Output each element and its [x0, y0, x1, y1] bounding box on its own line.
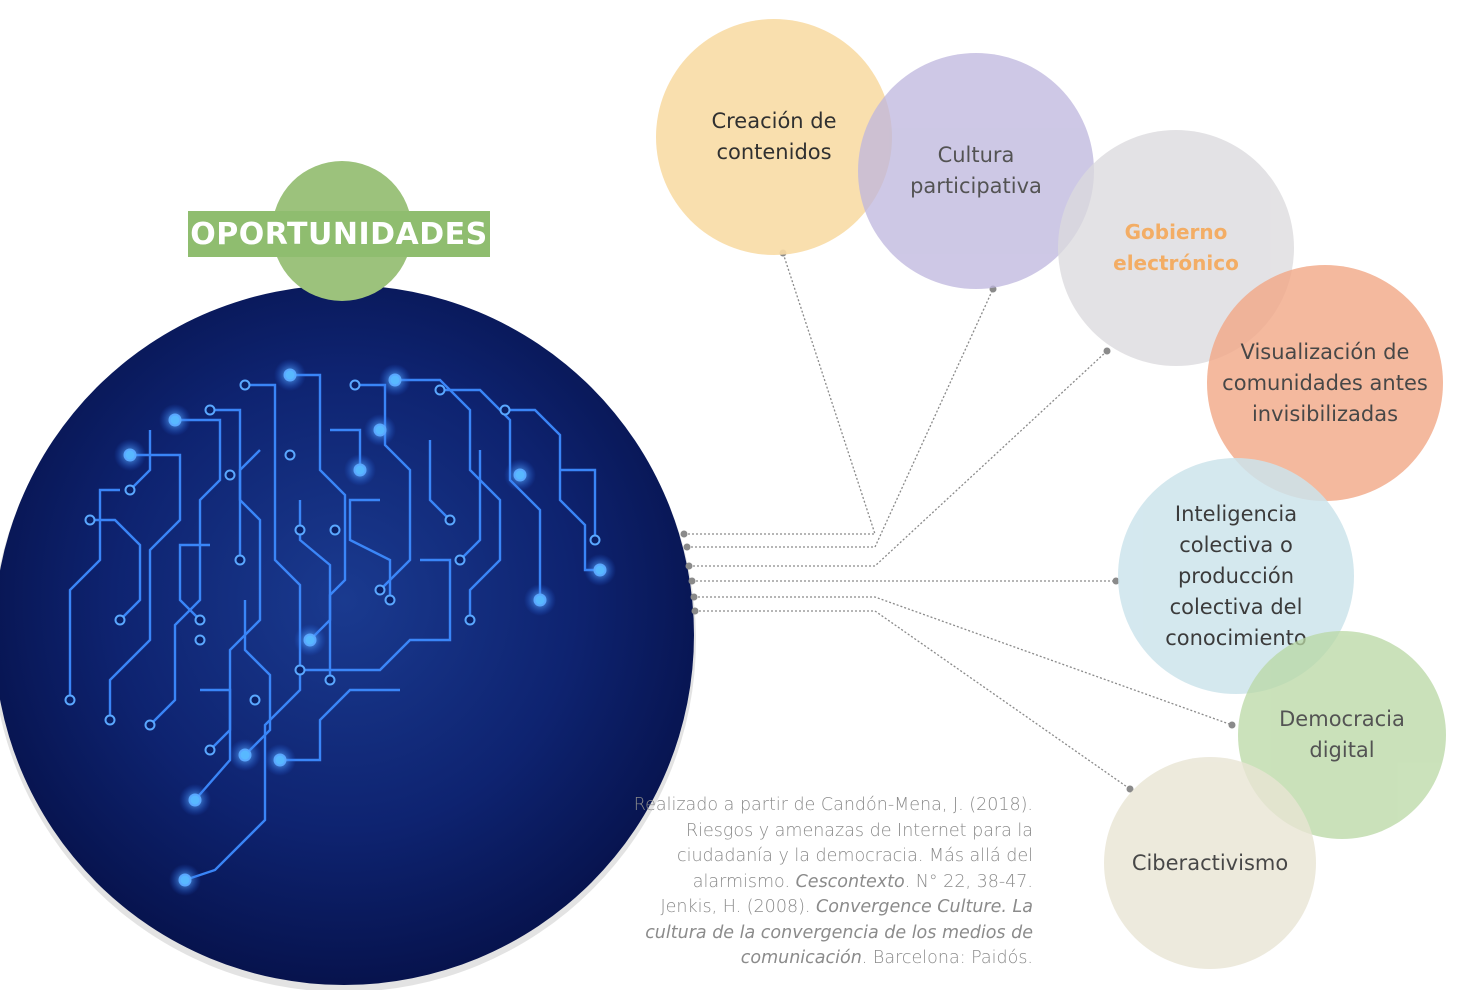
circuit-trace-3	[184, 383, 302, 882]
circuit-trace-15	[200, 688, 232, 751]
node-inteligencia: Inteligencia colectiva o producción cole…	[1118, 458, 1354, 694]
circuit-node-41	[329, 524, 341, 536]
circuit-node-17	[593, 563, 607, 577]
circuit-node-35	[284, 449, 296, 461]
circuit-nodes	[64, 359, 616, 896]
reference-journal: Cescontexto	[795, 871, 905, 892]
node-cultura: Cultura participativa	[858, 53, 1094, 289]
circuit-node-37	[224, 469, 236, 481]
circuit-trace-12	[348, 498, 392, 600]
node-inteligencia-label: Inteligencia colectiva o producción cole…	[1165, 501, 1307, 650]
circuit-node-9	[324, 674, 336, 686]
circuit-node-5	[188, 793, 202, 807]
node-ciberactivismo: Ciberactivismo	[1104, 757, 1316, 969]
circuit-node-11	[374, 584, 386, 596]
circuit-node-14	[434, 384, 446, 396]
circuit-node-10	[349, 379, 361, 391]
circuit-node-3	[144, 719, 156, 731]
circuit-node-33	[234, 554, 246, 566]
circuit-node-25	[204, 744, 216, 756]
circuit-trace-7	[440, 388, 542, 600]
reference-line-1: Realizado a partir de Candón-Mena, J. (2…	[633, 795, 1033, 892]
circuit-node-38	[513, 468, 527, 482]
circuit-trace-1	[149, 418, 222, 726]
circuit-trace-0	[108, 453, 182, 720]
circuit-trace-16	[280, 688, 400, 762]
circuit-trace-9	[68, 488, 120, 700]
reference-book: Convergence Culture. La cultura de la co…	[645, 897, 1033, 968]
node-democracia-label: Democracia digital	[1279, 707, 1405, 762]
node-cultura-label: Cultura participativa	[910, 143, 1042, 198]
circuit-node-24	[238, 748, 252, 762]
circuit-node-1	[104, 714, 116, 726]
circuit-node-20	[114, 614, 126, 626]
circuit-node-12	[388, 373, 402, 387]
circuit-node-28	[589, 534, 601, 546]
circuit-node-23	[294, 664, 306, 676]
circuit-traces	[68, 373, 600, 882]
circuit-trace-21	[428, 440, 451, 521]
circuit-trace-13	[300, 558, 452, 672]
circuit-node-39	[249, 694, 261, 706]
reference-note: Realizado a partir de Candón-Mena, J. (2…	[633, 793, 1033, 972]
reference-line-3: . Barcelona: Paidós.	[861, 948, 1033, 968]
circuit-node-2	[168, 413, 182, 427]
node-creacion-label: Creación de contenidos	[711, 109, 837, 164]
circuit-node-36	[294, 524, 306, 536]
circuit-trace-22	[178, 543, 210, 621]
node-creacion: Creación de contenidos	[656, 19, 892, 255]
circuit-trace-10	[90, 518, 142, 621]
circuit-node-18	[64, 694, 76, 706]
node-visualizacion: Visualización de comunidades antes invis…	[1207, 265, 1443, 501]
circuit-node-7	[178, 873, 192, 887]
circuit-trace-14	[243, 600, 272, 756]
circuit-node-34	[373, 423, 387, 437]
circuit-node-40	[194, 634, 206, 646]
circuit-node-13	[464, 614, 476, 626]
circuit-trace-2	[194, 408, 262, 801]
circuit-node-4	[204, 404, 216, 416]
circuit-node-21	[303, 633, 317, 647]
circuit-node-31	[444, 514, 456, 526]
circuit-node-32	[194, 614, 206, 626]
circuit-trace-19	[129, 430, 152, 491]
circuit-node-8	[283, 368, 297, 382]
circuit-node-26	[273, 753, 287, 767]
node-visualizacion-label: Visualización de comunidades antes invis…	[1222, 339, 1428, 426]
circuit-node-29	[124, 484, 136, 496]
brain-sphere	[0, 285, 694, 985]
circuit-node-22	[384, 594, 396, 606]
node-ciberactivismo-label: Ciberactivismo	[1131, 850, 1289, 875]
circuit-node-19	[84, 514, 96, 526]
circuit-node-0	[123, 448, 137, 462]
diagram-title: OPORTUNIDADES	[188, 211, 490, 257]
circuit-trace-17	[459, 450, 482, 561]
circuit-node-27	[454, 554, 466, 566]
reference-line-2: . N° 22, 38-47. Jenkis, H. (2008).	[660, 871, 1033, 918]
circuit-node-16	[499, 404, 511, 416]
node-gobierno-label: Gobierno electrónico	[1113, 220, 1239, 275]
circuit-node-30	[353, 463, 367, 477]
circuit-node-15	[533, 593, 547, 607]
circuit-trace-18	[560, 468, 597, 540]
circuit-trace-23	[238, 449, 261, 560]
circuit-trace-6	[395, 378, 502, 620]
circuit-node-6	[239, 379, 251, 391]
